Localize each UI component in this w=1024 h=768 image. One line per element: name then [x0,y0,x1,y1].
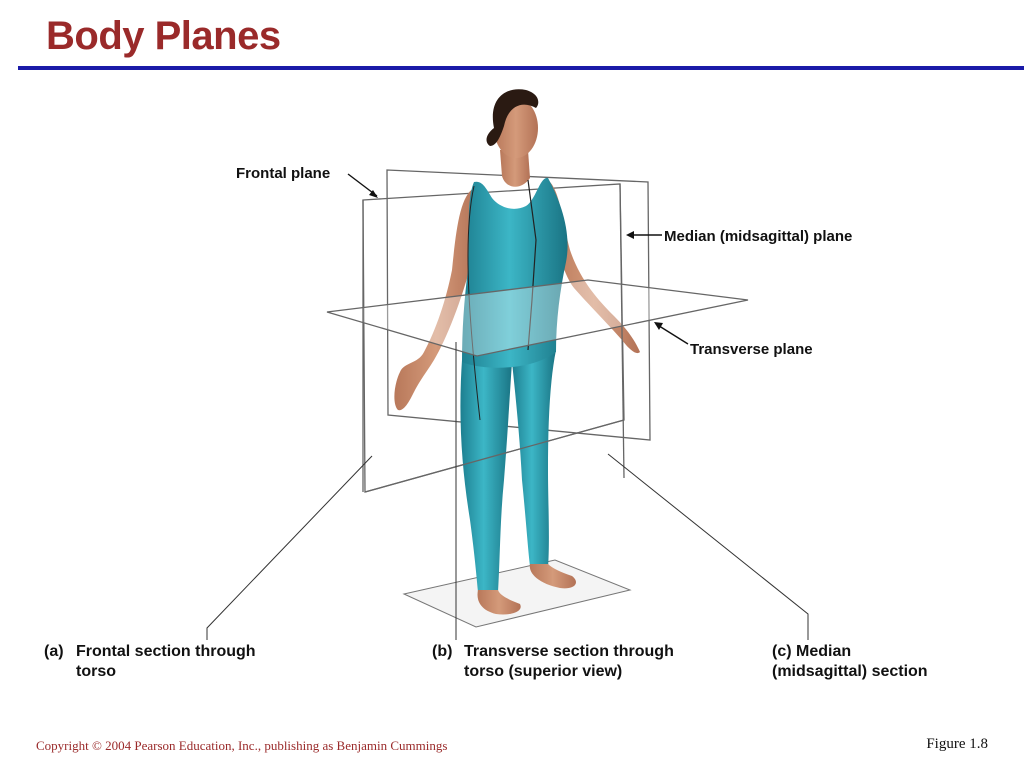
caption-c-line2: (midsagittal) section [772,663,928,680]
median-plane [386,169,651,441]
caption-b-line2: torso (superior view) [464,663,623,680]
caption-b-letter: (b) [432,643,453,660]
copyright-notice: Copyright © 2004 Pearson Education, Inc.… [36,738,448,753]
transverse-plane [326,279,749,357]
caption-b-line1: Transverse section through [464,643,674,660]
right-leg [512,350,556,568]
neck [500,150,530,187]
floor-plate [402,559,632,628]
transverse-plane-label: Transverse plane [690,341,813,358]
left-arm [394,188,478,411]
leader-c [607,453,809,640]
figure-number: Figure 1.8 [926,736,988,752]
frontal-plane-label: Frontal plane [236,165,331,182]
hair [486,89,539,146]
left-leg [460,360,512,592]
torso [462,177,568,368]
caption-a-line1: Frontal section through [76,643,256,660]
median-plane-label: Median (midsagittal) plane [664,228,853,245]
right-foot [529,564,576,589]
title-divider [18,66,1024,70]
left-foot [477,590,521,615]
caption-c: (c) Median (midsagittal) section [772,642,928,682]
caption-a: (a) Frontal section through torso [44,642,256,682]
caption-c-letter: (c) [772,643,792,660]
leader-a [206,455,373,640]
caption-c-line1: Median [796,643,852,660]
slide-title: Body Planes [46,14,281,58]
caption-a-letter: (a) [44,643,64,660]
right-arm [548,180,640,354]
caption-a-line2: torso [76,663,116,680]
caption-b: (b) Transverse section through torso (sup… [432,642,674,682]
